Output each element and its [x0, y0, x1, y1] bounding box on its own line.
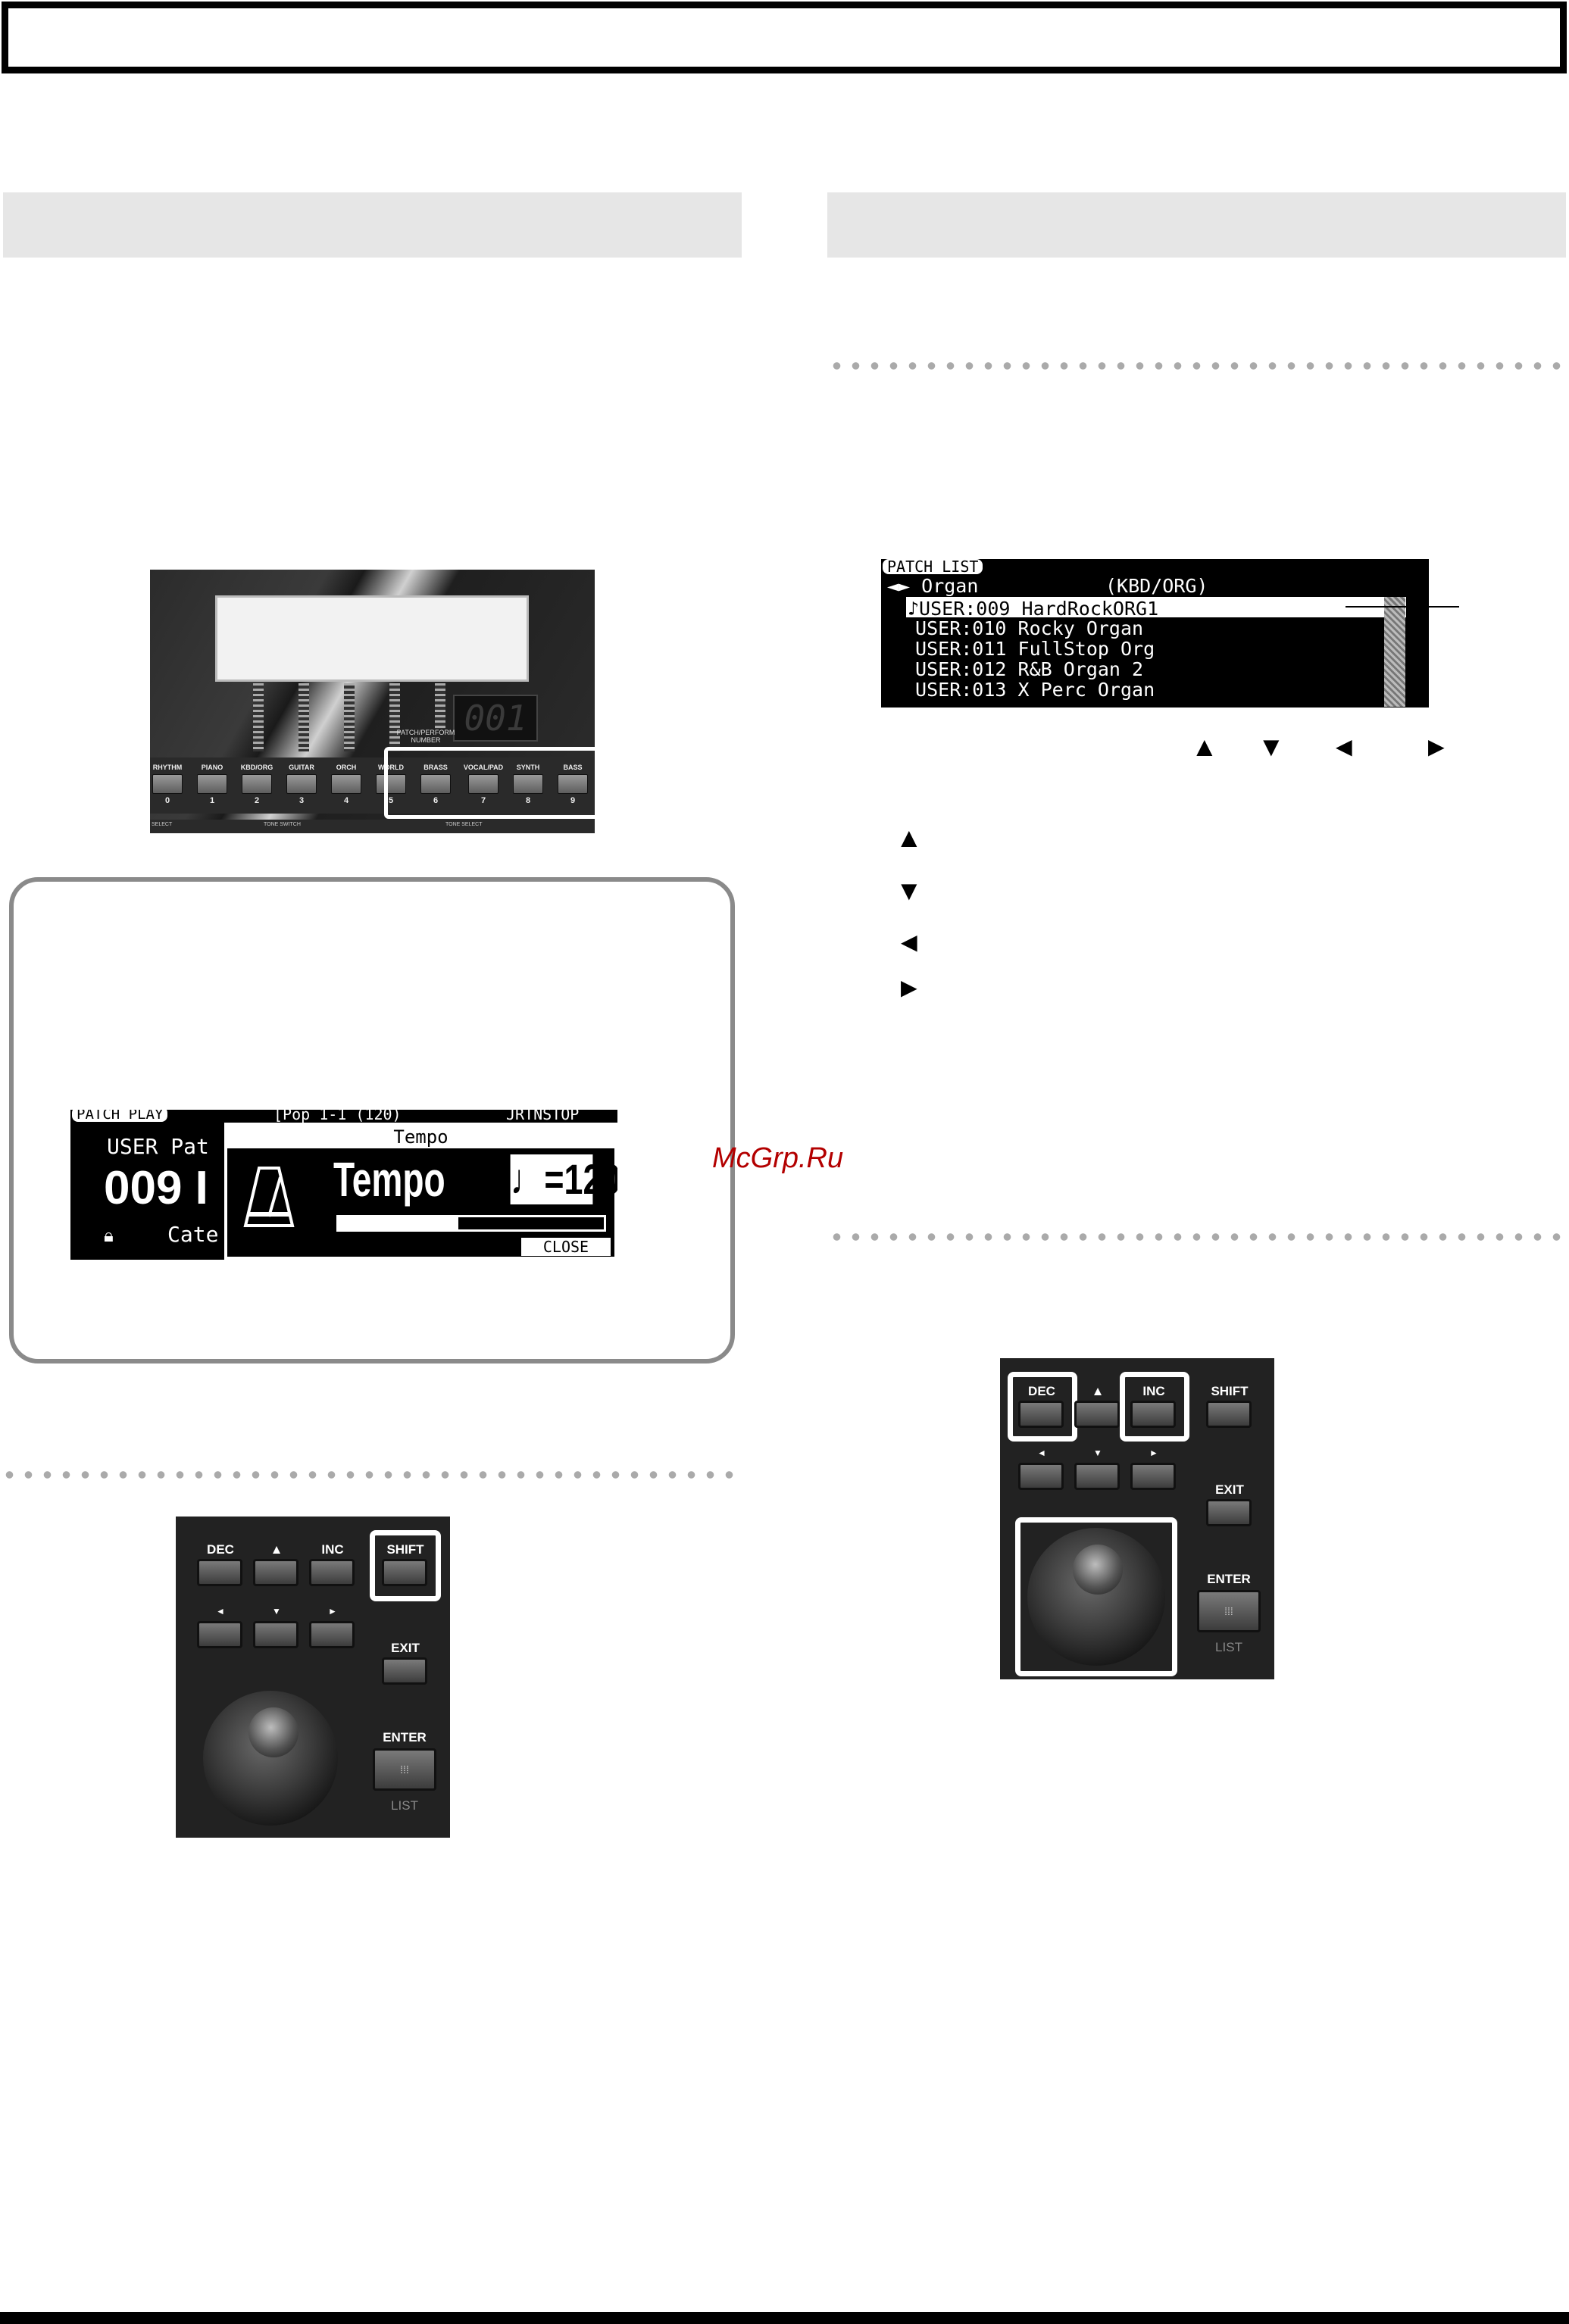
patch-row[interactable]: USER:013 X Perc Organ — [904, 679, 1155, 701]
screen-header-status: JRTNSTOP — [506, 1110, 580, 1123]
controller-left: DEC ▲ INC SHIFT ◄ ▼ ► EXIT ENTER ⁞⁞⁞ LIS… — [176, 1517, 450, 1838]
note-box — [9, 877, 735, 1363]
patch-number-display: 001 — [453, 695, 538, 742]
page-footer-rule — [0, 2312, 1569, 2324]
panel-display — [215, 595, 529, 682]
tempo-popup: Tempo Tempo ♩=120 CLOSE — [224, 1123, 617, 1260]
dotted-separator — [827, 1233, 1569, 1241]
category-selector[interactable]: ◄► Organ — [887, 575, 979, 597]
patch-row[interactable]: USER:011 FullStop Org — [904, 638, 1155, 660]
metronome-icon — [242, 1162, 295, 1233]
up-button[interactable] — [253, 1559, 298, 1586]
patch-number-label: PATCH/PERFORM NUMBER — [396, 729, 455, 744]
level-slider — [298, 683, 309, 751]
tempo-bar-fill — [339, 1217, 458, 1229]
right-arrow-icon: ► — [1423, 731, 1450, 762]
down-arrow-icon: ▼ — [1258, 731, 1285, 762]
category-group: (KBD/ORG) — [1105, 575, 1208, 597]
patch-number: 009 I — [104, 1162, 208, 1214]
right-cursor-button[interactable] — [309, 1621, 355, 1648]
left-cursor-button[interactable] — [197, 1621, 242, 1648]
section-heading-right — [827, 192, 1566, 258]
shift-button[interactable] — [1206, 1401, 1252, 1428]
bank-name: USER Pat — [107, 1134, 209, 1159]
patch-list-title: PATCH LIST — [883, 559, 983, 574]
category-label: Cate — [167, 1222, 219, 1247]
right-cursor-button[interactable] — [1130, 1463, 1176, 1490]
value-dial[interactable] — [1027, 1528, 1165, 1666]
patch-list-lcd: PATCH LIST ◄► Organ (KBD/ORG) ♪USER:009 … — [881, 559, 1429, 708]
controller-right: DEC ▲ INC SHIFT ◄ ▼ ► EXIT ENTER ⁞⁞⁞ LIS… — [1000, 1358, 1274, 1679]
popup-title: Tempo — [227, 1126, 614, 1148]
left-arrow-icon: ◄ — [1330, 731, 1358, 762]
dec-button[interactable] — [197, 1559, 242, 1586]
shift-highlight — [370, 1530, 441, 1601]
scrollbar[interactable] — [1384, 597, 1405, 707]
up-button[interactable] — [1074, 1401, 1120, 1428]
section-heading-left — [3, 192, 742, 258]
tempo-lcd: PATCH PLAY [Pop 1-1 (120) JRTNSTOP USER … — [70, 1110, 617, 1260]
enter-button[interactable]: ⁞⁞⁞ — [373, 1748, 436, 1791]
tone-select-highlight — [384, 747, 595, 819]
tone-footer: SELECT TONE SWITCH TONE SELECT — [150, 820, 595, 833]
shift-button[interactable] — [382, 1559, 427, 1586]
watermark: McGrp.Ru — [712, 1142, 844, 1174]
right-arrow-icon: ► — [895, 972, 923, 1003]
page-header-box — [2, 2, 1567, 73]
patch-row-selected[interactable]: ♪USER:009 HardRockORG1 — [906, 597, 1406, 619]
dotted-separator — [0, 1471, 742, 1479]
tempo-value[interactable]: ♩=120 — [510, 1154, 617, 1204]
exit-button[interactable] — [1206, 1499, 1252, 1526]
dec-button[interactable] — [1018, 1401, 1064, 1428]
down-cursor-button[interactable] — [253, 1621, 298, 1648]
left-cursor-button[interactable] — [1018, 1463, 1064, 1490]
up-arrow-icon: ▲ — [895, 822, 923, 853]
enter-button[interactable]: ⁞⁞⁞ — [1197, 1590, 1261, 1632]
lock-icon: 🔒︎ — [104, 1225, 114, 1246]
screen-header-info: [Pop 1-1 (120) — [273, 1110, 402, 1123]
left-arrow-icon: ◄ — [895, 926, 923, 957]
down-cursor-button[interactable] — [1074, 1463, 1120, 1490]
inc-button[interactable] — [1130, 1401, 1176, 1428]
close-button[interactable]: CLOSE — [521, 1238, 611, 1256]
inc-highlight — [1120, 1372, 1189, 1442]
dotted-separator — [827, 362, 1569, 370]
up-arrow-icon: ▲ — [1191, 731, 1218, 762]
level-slider — [435, 683, 445, 729]
callout-line — [1346, 606, 1459, 608]
down-arrow-icon: ▼ — [895, 875, 923, 906]
level-slider — [344, 683, 355, 751]
level-slider — [253, 683, 264, 751]
inc-button[interactable] — [309, 1559, 355, 1586]
tempo-label: Tempo — [333, 1152, 445, 1207]
tempo-bar — [336, 1215, 606, 1232]
patch-row[interactable]: USER:010 Rocky Organ — [904, 617, 1144, 639]
level-slider — [389, 683, 400, 751]
dial-highlight — [1015, 1517, 1177, 1676]
patch-row[interactable]: USER:012 R&B Organ 2 — [904, 658, 1144, 680]
screen-title: PATCH PLAY — [72, 1110, 168, 1122]
exit-button[interactable] — [382, 1657, 427, 1685]
value-dial[interactable] — [203, 1691, 338, 1826]
